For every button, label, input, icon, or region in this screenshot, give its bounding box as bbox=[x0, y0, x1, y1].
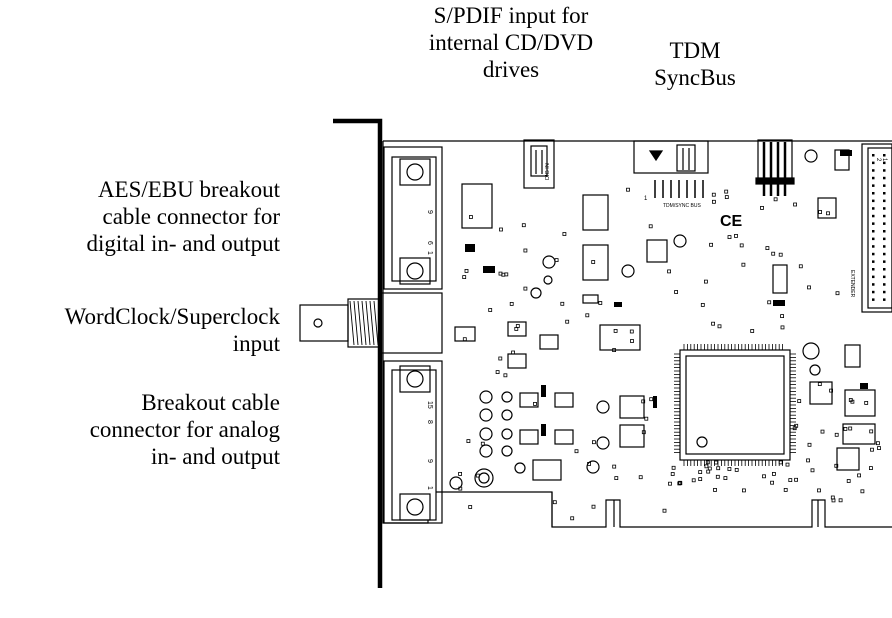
smd-pads bbox=[458, 187, 881, 521]
label-aes-ebu-connector: AES/EBU breakout cable connector for dig… bbox=[86, 177, 280, 256]
tdm-syncbus-header: 1 TDM/SYNC BUS bbox=[633, 140, 709, 209]
pcb-outline bbox=[382, 140, 892, 528]
bnc-wordclock-connector bbox=[299, 292, 443, 354]
ce-mark: CE bbox=[720, 213, 743, 230]
dsub-pin-1b: 1 bbox=[426, 486, 433, 490]
extender-pin-1: 1 bbox=[881, 158, 887, 162]
tdm-sync-bus-label: TDM/SYNC BUS bbox=[663, 203, 701, 209]
dsub-pin-8: 8 bbox=[426, 420, 433, 424]
extender-pins bbox=[872, 154, 886, 301]
dig-in-label: DIG IN bbox=[545, 163, 551, 180]
dsub-pin-9b: 9 bbox=[426, 459, 433, 463]
extender-header: 1 2 EXTENDER bbox=[849, 143, 892, 313]
dsub-pin-6: 6 bbox=[426, 241, 433, 245]
power-header bbox=[755, 139, 795, 196]
tdm-pin-1: 1 bbox=[644, 196, 648, 202]
dsub-pin-9: 9 bbox=[426, 210, 433, 214]
black-components bbox=[465, 150, 868, 436]
label-wordclock-input: WordClock/Superclock input bbox=[64, 304, 280, 356]
main-chip-pins bbox=[674, 344, 796, 466]
capacitors bbox=[449, 149, 821, 490]
spdif-header: DIG IN bbox=[523, 139, 555, 189]
extender-label: EXTENDER bbox=[849, 270, 855, 298]
extender-pin-2: 2 bbox=[875, 158, 881, 162]
label-analog-connector: Breakout cable connector for analog in- … bbox=[89, 390, 280, 469]
ic-chips bbox=[454, 149, 876, 481]
mounting-bracket bbox=[333, 118, 383, 588]
label-spdif-input: S/PDIF input for internal CD/DVD drives bbox=[428, 3, 594, 82]
main-dsp-chip bbox=[679, 349, 791, 461]
label-tdm-syncbus: TDM SyncBus bbox=[654, 38, 736, 90]
dsub-pin-1: 1 bbox=[426, 251, 433, 255]
dsub-pin-15: 15 bbox=[426, 401, 433, 409]
dsub-connector-analog: 15 8 9 1 bbox=[383, 360, 443, 524]
dsub-connector-aes-ebu: 9 6 1 bbox=[383, 146, 443, 290]
